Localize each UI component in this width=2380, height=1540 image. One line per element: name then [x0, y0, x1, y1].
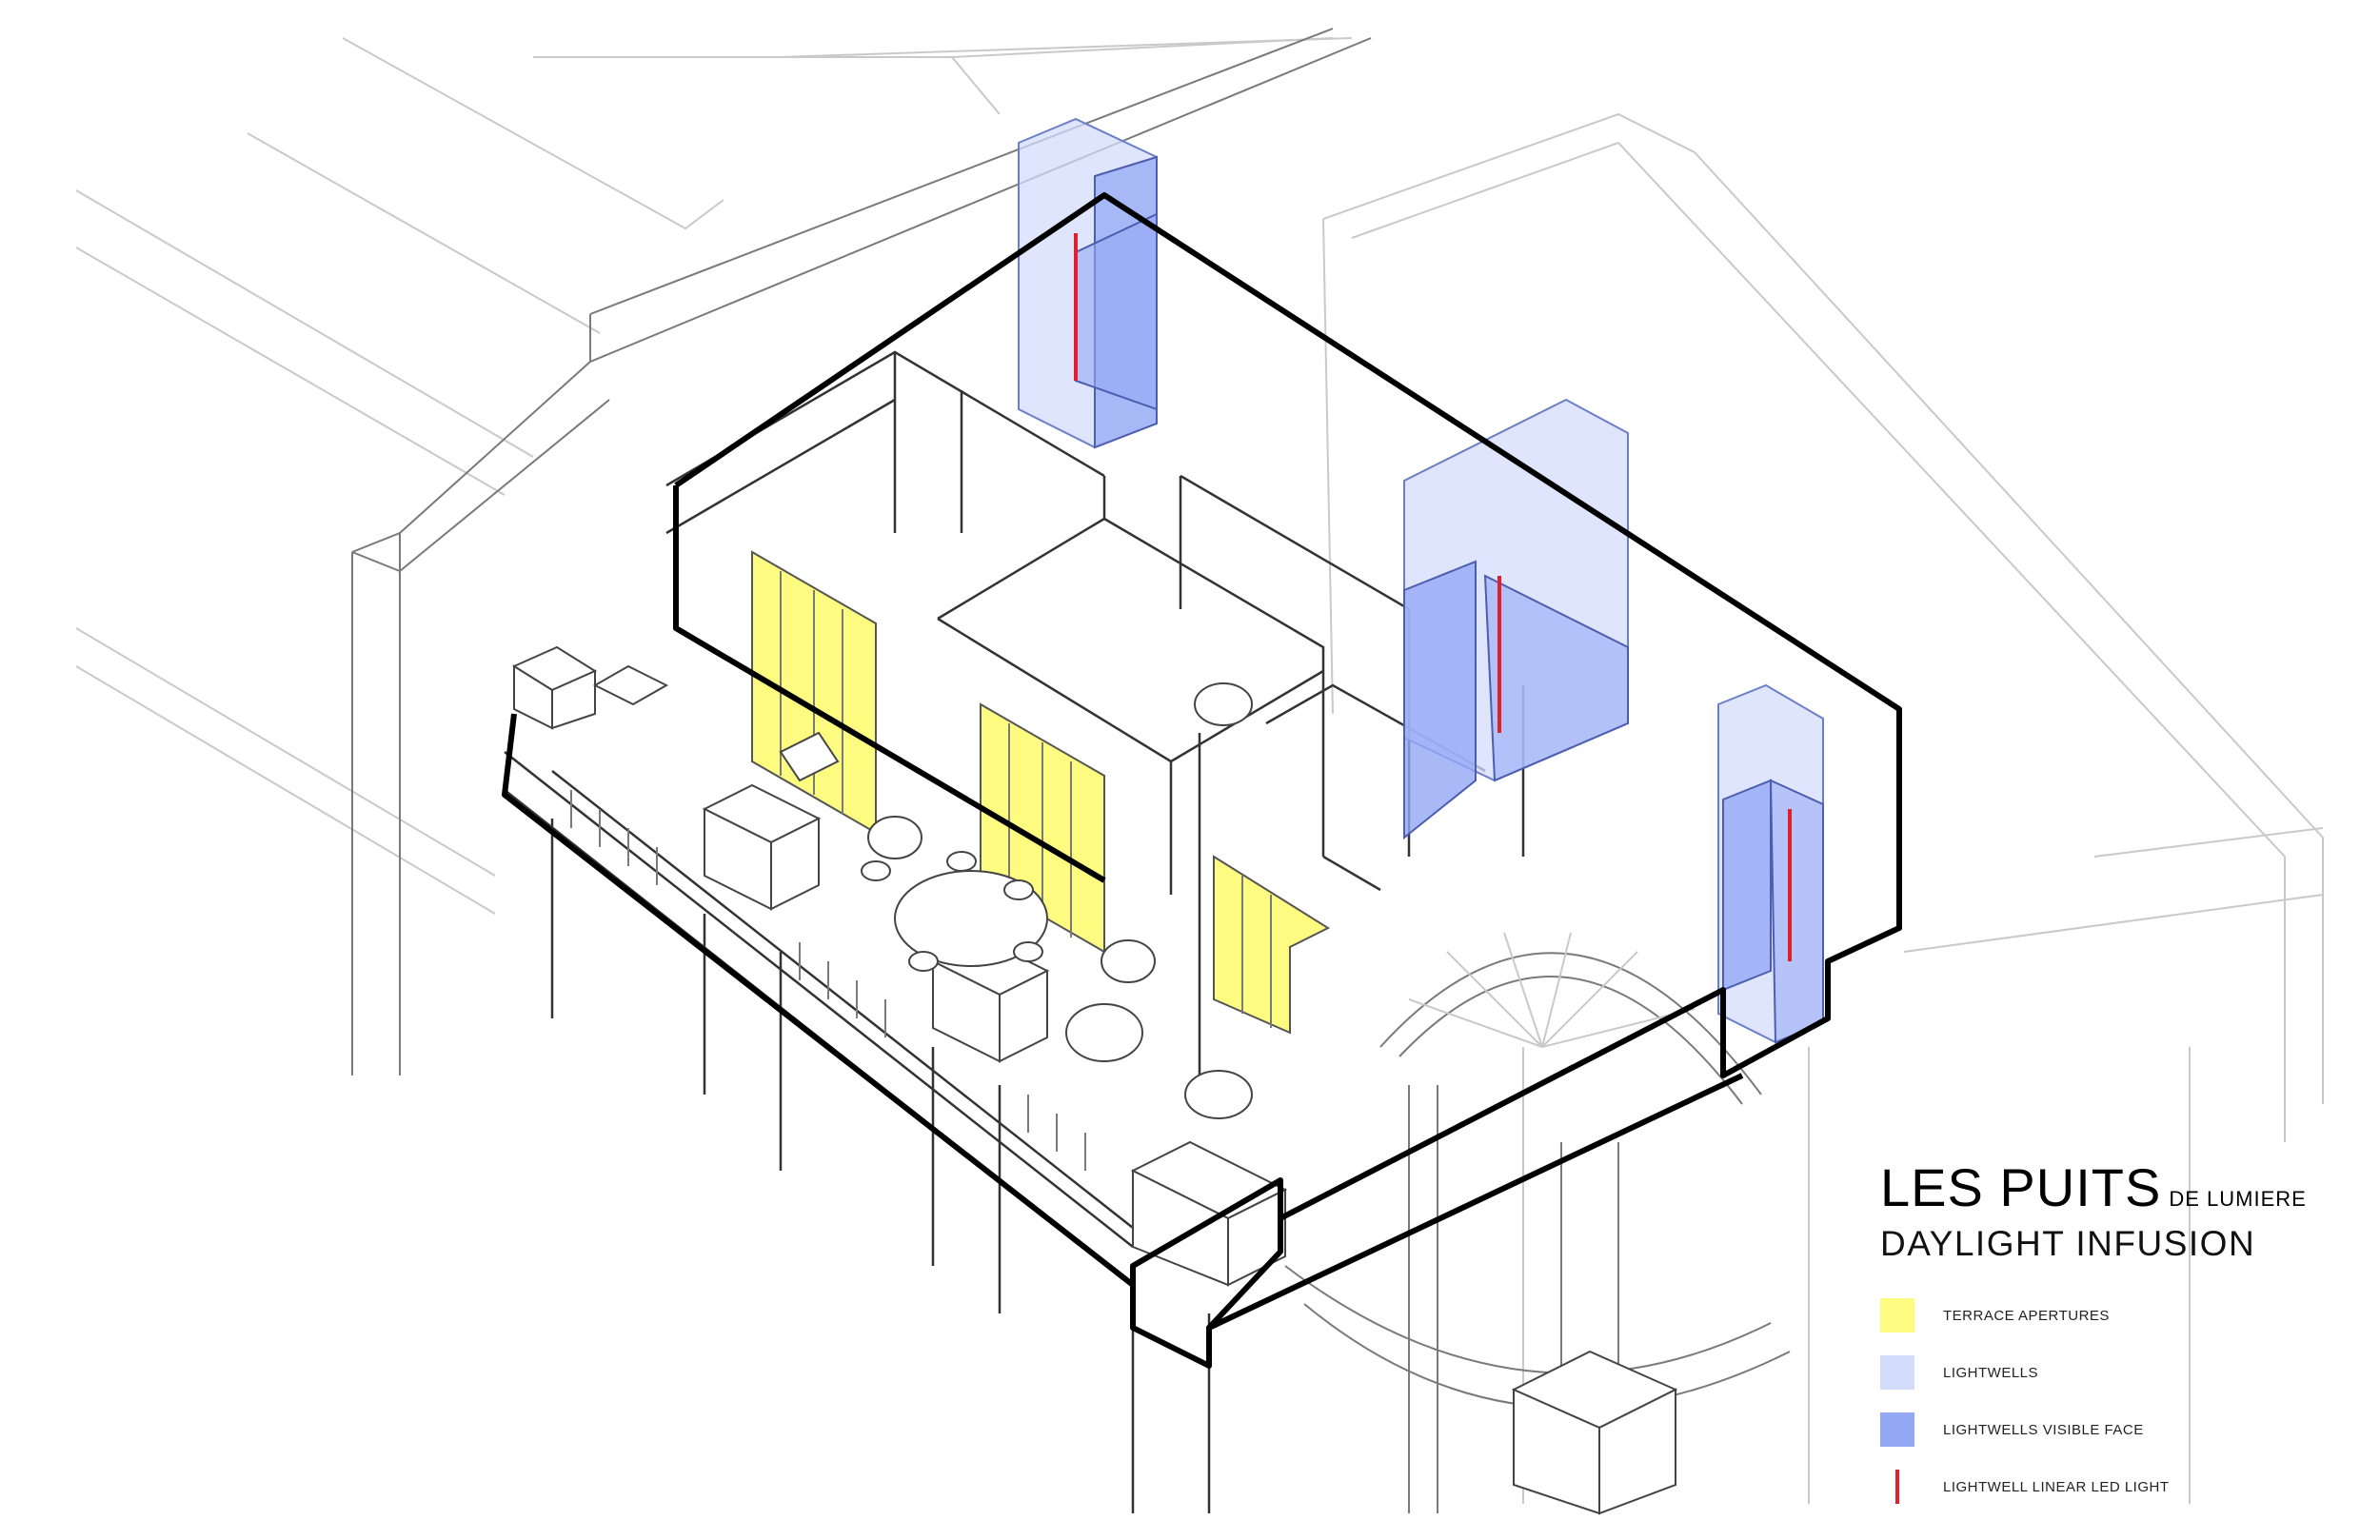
- terrace-apertures-swatch: [1880, 1298, 1914, 1333]
- title-suffix: DE LUMIERE: [2169, 1187, 2307, 1211]
- legend-item-lightwells-visible-face: LIGHTWELLS VISIBLE FACE: [1880, 1401, 2170, 1458]
- lightwells-swatch: [1880, 1355, 1914, 1390]
- lightwell-right-face: [1722, 779, 1772, 992]
- legend-item-terrace-apertures: TERRACE APERTURES: [1880, 1287, 2170, 1344]
- title-main: LES PUITS: [1880, 1157, 2162, 1217]
- apartment-outline: [674, 192, 1902, 1369]
- legend-label: TERRACE APERTURES: [1943, 1307, 2110, 1324]
- balusters: [570, 790, 1086, 1171]
- legend-label: LIGHTWELL LINEAR LED LIGHT: [1943, 1478, 2170, 1495]
- furniture: [592, 664, 1253, 1119]
- legend-item-led-light: LIGHTWELL LINEAR LED LIGHT: [1880, 1458, 2170, 1515]
- terrace-balustrade: [504, 645, 1288, 1513]
- legend-label: LIGHTWELLS: [1943, 1364, 2039, 1381]
- title-block: LES PUITS DE LUMIERE DAYLIGHT INFUSION: [1880, 1156, 2356, 1264]
- subtitle: DAYLIGHT INFUSION: [1880, 1224, 2256, 1263]
- terrace-apertures: [751, 550, 1331, 1035]
- led-line-swatch: [1880, 1470, 1914, 1504]
- context-buildings: [75, 28, 2324, 1504]
- lightwells: [1018, 117, 1824, 1044]
- legend: TERRACE APERTURES LIGHTWELLS LIGHTWELLS …: [1880, 1287, 2170, 1515]
- lightwells-visible-face-swatch: [1880, 1412, 1914, 1447]
- legend-item-lightwells: LIGHTWELLS: [1880, 1344, 2170, 1401]
- lightwell-middle-face: [1403, 560, 1477, 840]
- rotunda-stair: [1284, 932, 1791, 1515]
- legend-label: LIGHTWELLS VISIBLE FACE: [1943, 1421, 2144, 1438]
